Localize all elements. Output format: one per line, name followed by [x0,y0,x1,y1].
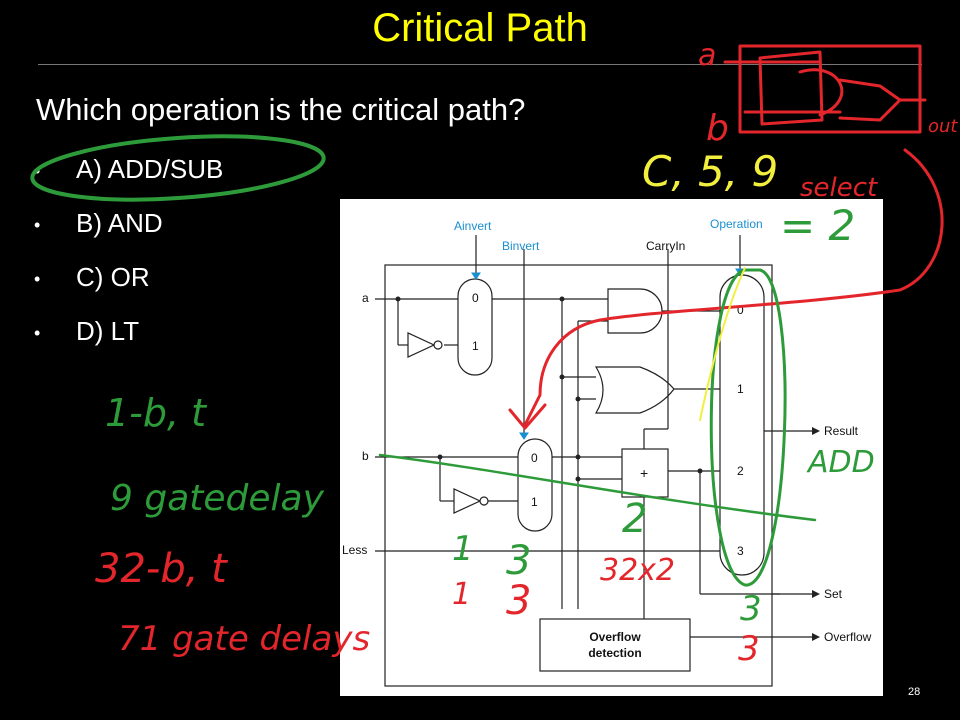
ink-71-gate-delays-line-1: 71 gate delays [118,619,370,659]
b-path-annotation [378,453,817,522]
option-b-label: B) AND [76,208,163,238]
alu-outline [384,264,773,687]
operation-label: Operation [710,217,763,231]
ink-3-green: 3 [506,538,531,584]
or-gate [594,366,675,414]
a-mux-input-1: 1 [472,339,479,353]
result-mux-input-0: 0 [737,303,744,317]
carryin-label: CarryIn [646,239,686,253]
ainvert-label: Ainvert [454,219,492,233]
bullet-dot: • [34,214,41,235]
b-mux [517,438,553,532]
ink-equals-2: = 2 [780,201,855,250]
ink-3-red-right: 3 [738,629,760,669]
b-mux-input-1: 1 [531,495,538,509]
a-inverter [407,332,436,358]
adder-block [621,448,669,498]
ink-1bt: 1-b, t [105,391,208,435]
result-mux-input-3: 3 [737,544,744,558]
option-d: • D) LT [34,316,139,347]
ink-1-red: 1 [452,577,471,612]
title-divider [38,64,922,65]
option-c-label: C) OR [76,262,150,292]
page-number: 28 [908,686,921,698]
overflow-box-line-1: Overflow [589,630,641,644]
adder-plus-sign: + [640,465,649,481]
bullet-dot: • [34,268,41,289]
result-mux-loop-annotation [709,268,787,587]
gate-sketch-annotation [508,44,944,430]
answer-circle-annotation [30,134,326,202]
ink-3-red: 3 [506,578,531,624]
option-c: • C) OR [34,262,150,293]
bullet-dot: • [34,322,41,343]
b-mux-input-0: 0 [531,451,538,465]
result-mux-input-2: 2 [737,464,744,478]
result-mux-input-1: 1 [737,382,744,396]
overflow-out-label: Overflow [824,630,872,644]
less-label: Less [342,543,368,557]
ink-9-gate-delay: 9 gatedelay [110,478,325,519]
ink-b: b [706,108,729,149]
binvert-label: Binvert [502,239,540,253]
slide-title: Critical Path [372,6,588,50]
alu-bit-diagram: Ainvert Binvert CarryIn Operation a b Le… [340,199,883,696]
ink-out: out [928,116,958,137]
ink-1-green: 1 [452,529,474,569]
ink-a: a [698,38,716,73]
ink-32bt: 32-b, t [95,546,228,592]
ink-c59: C, 5, 9 [642,147,778,196]
handwritten-text: a b out C, 5, 9 select = 2 ADD 1-b, t 9 … [95,38,958,669]
b-inverter [453,488,482,514]
result-label: Result [824,424,859,438]
overflow-detection-block [539,618,691,672]
input-b-label: b [362,449,369,463]
a-mux [457,278,493,376]
set-label: Set [824,587,843,601]
ink-add: ADD [806,445,875,480]
ink-32x2: 32x2 [600,553,675,588]
option-b: • B) AND [34,208,163,239]
option-a-label: A) ADD/SUB [76,154,224,184]
overflow-box-line-2: detection [588,646,642,660]
ink-3-green-right: 3 [740,589,762,629]
ink-2-green: 2 [622,496,647,542]
input-a-label: a [362,291,369,305]
alu-schematic [375,235,820,687]
question-text: Which operation is the critical path? [36,92,526,127]
option-d-label: D) LT [76,316,140,346]
a-mux-input-0: 0 [472,291,479,305]
yellow-path-annotation [699,267,746,421]
ink-select: select [800,173,878,203]
